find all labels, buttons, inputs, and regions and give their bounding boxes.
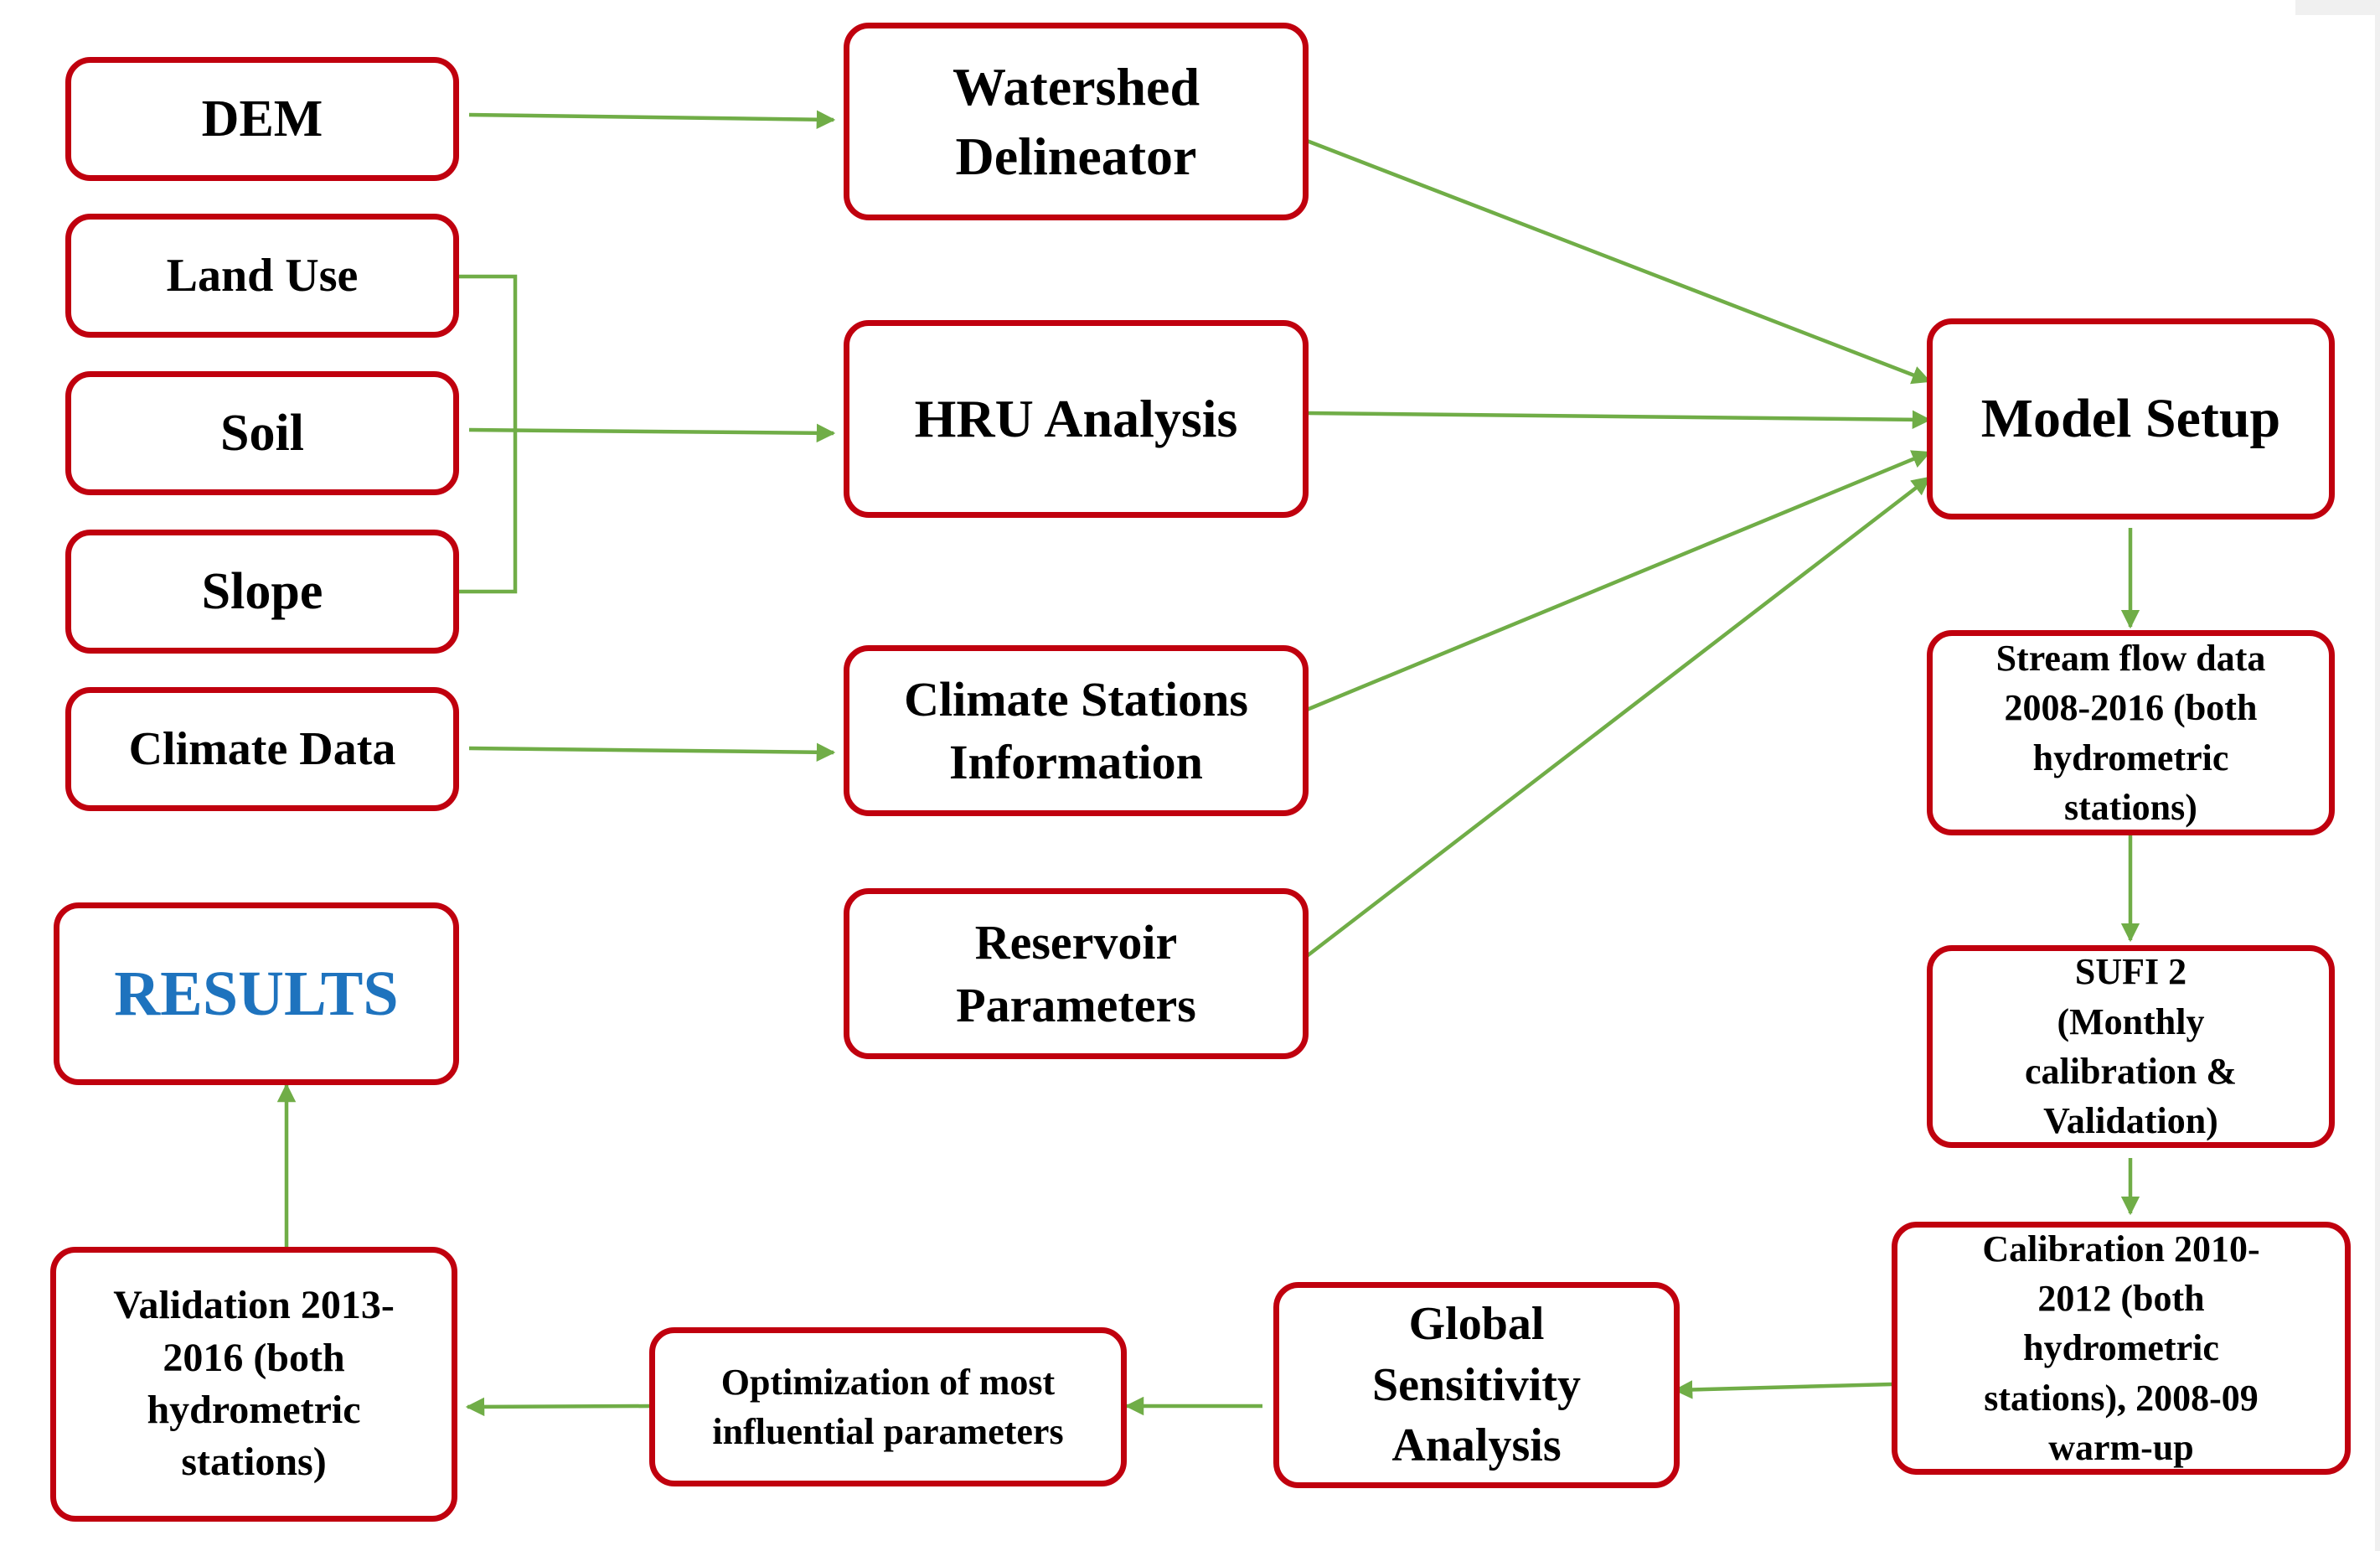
watershed-delineator-box: Watershed Delineator [844, 23, 1309, 220]
hru-analysis-label: HRU Analysis [914, 389, 1238, 448]
page-edge-band [2375, 0, 2380, 1551]
watershed-delineator-label: Watershed Delineator [952, 56, 1200, 186]
validation-label: Validation 2013- 2016 (both hydrometric … [113, 1283, 395, 1485]
climate-data-box: Climate Data [65, 687, 459, 811]
climate-data-label: Climate Data [128, 723, 396, 775]
slope-box: Slope [65, 530, 459, 654]
dem-box: DEM [65, 57, 459, 181]
calibration-box: Calibration 2010- 2012 (both hydrometric… [1892, 1222, 2351, 1475]
soil-box: Soil [65, 371, 459, 495]
validation-box: Validation 2013- 2016 (both hydrometric … [50, 1247, 457, 1522]
slope-label: Slope [201, 562, 323, 620]
stream-flow-label: Stream flow data 2008-2016 (both hydrome… [1995, 637, 2266, 828]
edge-stations-model [1306, 450, 1932, 712]
edge-reservoir-model [1305, 476, 1931, 958]
reservoir-label: Reservoir Parameters [956, 914, 1196, 1032]
edge-watershed-model [1306, 138, 1932, 385]
calibration-label: Calibration 2010- 2012 (both hydrometric… [1982, 1228, 2260, 1469]
climate-stations-box: Climate Stations Information [844, 645, 1309, 816]
optimization-label: Optimization of most influential paramet… [712, 1361, 1064, 1452]
edge-climatedata-stations [468, 742, 836, 763]
edge-dem-watershed [468, 110, 836, 129]
dem-label: DEM [201, 90, 323, 147]
land-use-label: Land Use [166, 250, 359, 302]
results-box: RESULTS [54, 902, 459, 1085]
climate-stations-label: Climate Stations Information [904, 671, 1248, 789]
land-use-box: Land Use [65, 214, 459, 338]
soil-label: Soil [220, 404, 304, 462]
page-edge-band [2295, 0, 2380, 15]
model-setup-label: Model Setup [1980, 388, 2281, 449]
stream-flow-box: Stream flow data 2008-2016 (both hydrome… [1927, 630, 2335, 835]
edge-soil-hru [468, 423, 836, 443]
sufi2-label: SUFI 2 (Monthly calibration & Validation… [2025, 951, 2237, 1142]
model-setup-box: Model Setup [1927, 318, 2335, 520]
global-sensitivity-label: Global Sensitivity Analysis [1372, 1297, 1581, 1472]
edge-hru-model [1306, 410, 1932, 430]
sufi2-box: SUFI 2 (Monthly calibration & Validation… [1927, 945, 2335, 1148]
edge-calibration-global [1673, 1380, 1892, 1399]
edge-optimization-validation [465, 1397, 651, 1417]
optimization-box: Optimization of most influential paramet… [649, 1327, 1127, 1486]
hru-analysis-box: HRU Analysis [844, 320, 1309, 518]
edge-landuse-hru [457, 274, 518, 594]
results-label: RESULTS [114, 958, 399, 1029]
global-sensitivity-box: Global Sensitivity Analysis [1273, 1282, 1680, 1488]
reservoir-box: Reservoir Parameters [844, 888, 1309, 1059]
